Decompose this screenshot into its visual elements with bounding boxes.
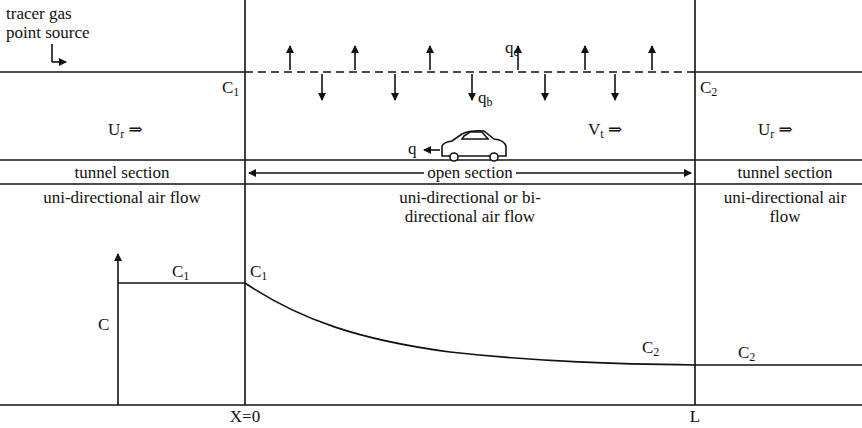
concentration-label: C2 [738, 343, 755, 367]
position-label: L [690, 407, 700, 426]
concentration-label: C2 [700, 78, 717, 102]
flow-type-label: uni-directional or bi-directional air fl… [370, 188, 570, 226]
position-label: X=0 [230, 407, 260, 426]
section-label: open section [424, 163, 515, 182]
velocity-label: Vt ⇒ [588, 120, 622, 144]
section-label: tunnel section [738, 163, 833, 182]
emission-label: q [408, 139, 417, 158]
velocity-label: Ur ⇒ [108, 120, 143, 144]
section-label: tunnel section [75, 163, 170, 182]
flow-type-label: uni-directional air flow [7, 188, 237, 207]
concentration-label: C2 [642, 338, 659, 362]
source-label: tracer gas point source [6, 4, 98, 42]
velocity-label: Ur ⇒ [758, 120, 793, 144]
axis-label: C [98, 315, 109, 334]
flow-label: qb [478, 88, 493, 112]
flow-label: qe [505, 38, 519, 62]
concentration-label: C1 [222, 78, 239, 102]
concentration-label: C1 [172, 262, 189, 286]
concentration-label: C1 [250, 262, 267, 286]
flow-type-label: uni-directional air flow [715, 188, 855, 226]
